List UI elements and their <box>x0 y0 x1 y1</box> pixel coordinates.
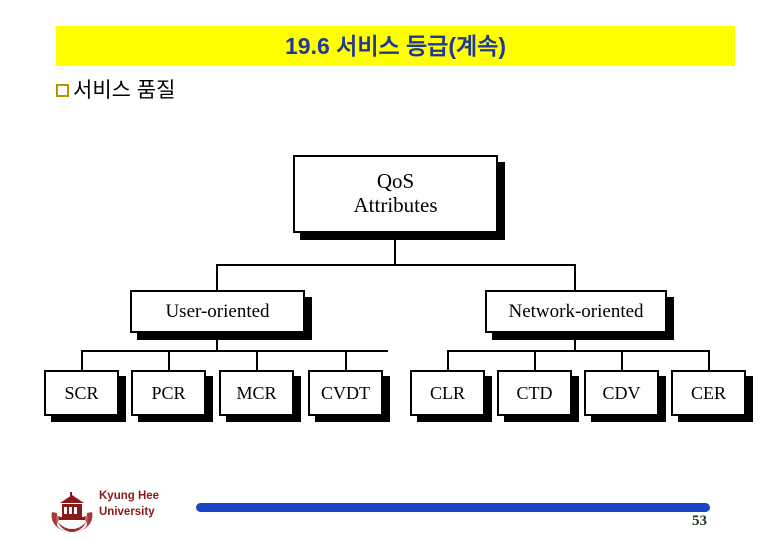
node-label: CVDT <box>321 382 370 403</box>
diagram-node-clr[interactable]: CLR <box>410 370 485 416</box>
diagram-node-qos-attributes[interactable]: QoS Attributes <box>293 155 498 233</box>
connector-network-bus <box>447 350 709 352</box>
diagram-node-mcr[interactable]: MCR <box>219 370 294 416</box>
diagram-node-scr[interactable]: SCR <box>44 370 119 416</box>
diagram-node-cer[interactable]: CER <box>671 370 746 416</box>
node-label-line2: Attributes <box>353 193 438 217</box>
connector-network-stem <box>574 333 576 351</box>
diagram-node-cdv[interactable]: CDV <box>584 370 659 416</box>
connector-to-user-oriented <box>216 264 218 291</box>
diagram-node-pcr[interactable]: PCR <box>131 370 206 416</box>
slide-title-banner: 19.6 서비스 등급(계속) <box>56 26 735 66</box>
connector-to-scr <box>81 350 83 371</box>
connector-to-mcr <box>256 350 258 371</box>
institution-name: Kyung Hee University <box>99 490 160 518</box>
bullet-row: 서비스 품질 <box>56 80 175 101</box>
hollow-square-bullet-icon <box>56 84 69 97</box>
node-label: CDV <box>602 382 641 403</box>
node-label: CER <box>690 382 726 403</box>
node-label: Network-oriented <box>508 300 644 322</box>
kyung-hee-university-crest-icon <box>48 490 96 534</box>
connector-to-cer <box>708 350 710 371</box>
connector-to-pcr <box>168 350 170 371</box>
bullet-label: 서비스 품질 <box>73 79 176 102</box>
connector-level1-bus <box>216 264 576 266</box>
diagram-node-cvdt[interactable]: CVDT <box>308 370 383 416</box>
footer-divider-rule <box>196 503 710 512</box>
node-label: MCR <box>236 382 277 403</box>
page-number: 53 <box>692 513 707 529</box>
connector-root-vertical <box>394 233 396 265</box>
diagram-node-ctd[interactable]: CTD <box>497 370 572 416</box>
connector-to-cvdt <box>345 350 347 371</box>
node-label-line1: QoS <box>376 169 415 194</box>
connector-user-bus <box>81 350 388 352</box>
node-label: CLR <box>429 382 465 403</box>
node-label: PCR <box>151 382 186 403</box>
page-title: 19.6 서비스 등급(계속) <box>285 32 506 59</box>
connector-to-network-oriented <box>574 264 576 291</box>
connector-to-cdv <box>621 350 623 371</box>
node-label: SCR <box>64 382 99 403</box>
node-label: User-oriented <box>165 300 270 322</box>
diagram-node-network-oriented[interactable]: Network-oriented <box>485 290 667 333</box>
diagram-node-user-oriented[interactable]: User-oriented <box>130 290 305 333</box>
connector-user-stem <box>216 333 218 351</box>
node-label: CTD <box>516 382 553 403</box>
connector-to-clr <box>447 350 449 371</box>
connector-to-ctd <box>534 350 536 371</box>
node-label-group: QoS Attributes <box>354 170 438 217</box>
